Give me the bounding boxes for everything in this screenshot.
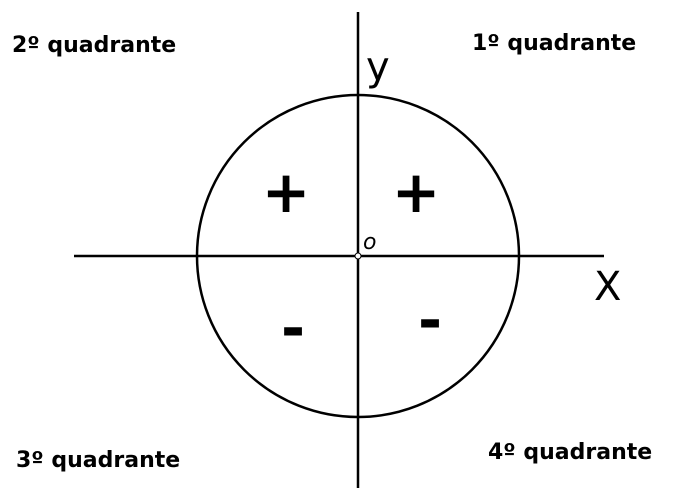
sign-quadrant-4: -	[418, 286, 442, 354]
sign-quadrant-2: +	[262, 158, 311, 226]
quadrant-label-1: 1º quadrante	[472, 31, 636, 56]
y-axis-label: y	[366, 44, 390, 90]
quadrant-label-2: 2º quadrante	[12, 33, 176, 58]
origin-label: o	[363, 230, 376, 255]
x-axis-label: X	[594, 264, 621, 310]
origin-point	[354, 252, 362, 260]
sign-quadrant-3: -	[281, 294, 305, 362]
quadrant-label-3: 3º quadrante	[16, 448, 180, 473]
sign-quadrant-1: +	[392, 158, 441, 226]
quadrant-label-4: 4º quadrante	[488, 440, 652, 465]
